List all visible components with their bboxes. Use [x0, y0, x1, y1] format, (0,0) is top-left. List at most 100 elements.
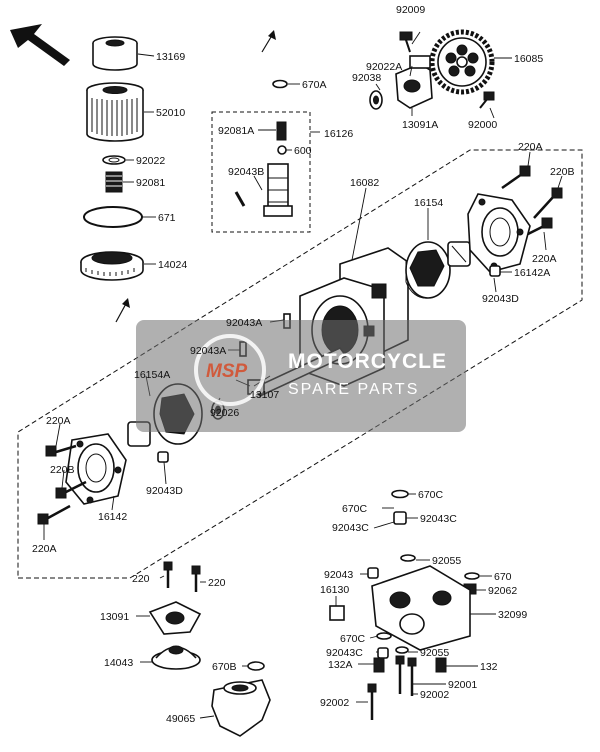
- label-16126: 16126: [324, 128, 353, 140]
- label-16154A: 16154A: [134, 369, 170, 381]
- label-92081A: 92081A: [218, 125, 254, 137]
- bolt-220A-bottom: [37, 504, 71, 525]
- bolt-132: [435, 657, 447, 673]
- label-92043A-upper: 92043A: [226, 317, 262, 329]
- label-92002-right: 92002: [420, 689, 449, 701]
- relief-valve-body: [263, 163, 293, 217]
- label-132A: 132A: [328, 659, 353, 671]
- relief-valve-box: [211, 111, 311, 233]
- pin-92043D-upper: [489, 265, 501, 277]
- label-92043B: 92043B: [228, 166, 264, 178]
- washer-670B: [247, 661, 265, 671]
- label-92043D-bottom: 92043D: [146, 485, 183, 497]
- label-670C-right: 670C: [342, 503, 368, 515]
- oil-pan-32099: [371, 565, 471, 651]
- front-direction-arrow: [10, 24, 70, 66]
- strainer-14043: [151, 645, 201, 670]
- label-13091A: 13091A: [402, 119, 438, 131]
- spring-92081A: [276, 121, 287, 141]
- label-14024: 14024: [158, 259, 187, 271]
- cover-16142: [65, 433, 127, 505]
- label-92001: 92001: [448, 679, 477, 691]
- bolt-220A-right: [527, 217, 553, 236]
- label-92043C-left: 92043C: [332, 522, 369, 534]
- label-92009: 92009: [396, 4, 425, 16]
- gear-shaft-13091A: [395, 55, 433, 109]
- label-92043C-right: 92043C: [420, 513, 457, 525]
- watermark: MSP MOTORCYCLE SPARE PARTS: [136, 320, 466, 432]
- label-32099: 32099: [498, 609, 527, 621]
- label-13091: 13091: [100, 611, 129, 623]
- bolt-220B-upper: [533, 187, 563, 219]
- label-671: 671: [158, 212, 176, 224]
- label-16142: 16142: [98, 511, 127, 523]
- pin-92043B: [234, 191, 246, 207]
- label-92062: 92062: [488, 585, 517, 597]
- bolt-220A-upper: [501, 165, 531, 190]
- label-220A-left: 220A: [46, 415, 71, 427]
- washer-670C-bottom: [376, 632, 392, 640]
- label-670: 670: [494, 571, 512, 583]
- label-92026: 92026: [210, 407, 239, 419]
- bolts-220-pair: [163, 561, 201, 592]
- label-670C-bottom: 670C: [340, 633, 366, 645]
- cover-16142A: [467, 193, 531, 273]
- label-92002-left: 92002: [320, 697, 349, 709]
- washer-92038: [369, 90, 383, 110]
- small-arrow-top: [261, 30, 276, 53]
- label-16142A: 16142A: [514, 267, 550, 279]
- cover-13091: [148, 601, 202, 635]
- label-220A-right: 220A: [532, 253, 557, 265]
- watermark-title: MOTORCYCLE: [288, 350, 447, 373]
- label-16082: 16082: [350, 177, 379, 189]
- label-92043: 92043: [324, 569, 353, 581]
- label-16154: 16154: [414, 197, 443, 209]
- gear-16085: [429, 29, 495, 95]
- bolt-92009: [399, 31, 413, 53]
- bolt-92000: [479, 91, 495, 109]
- bolt-220B-left: [55, 480, 87, 499]
- label-92081: 92081: [136, 177, 165, 189]
- spring-92081: [105, 171, 123, 193]
- label-92043C-bottom: 92043C: [326, 647, 363, 659]
- label-670B: 670B: [212, 661, 237, 673]
- label-52010: 52010: [156, 107, 185, 119]
- label-92043A-lower: 92043A: [190, 345, 226, 357]
- strainer-16130: [329, 605, 345, 621]
- label-670C-top: 670C: [418, 489, 444, 501]
- filter-cover-14024: [80, 251, 144, 281]
- small-arrow-mid: [115, 298, 130, 323]
- watermark-subtitle: SPARE PARTS: [288, 381, 419, 398]
- label-92055-top: 92055: [432, 555, 461, 567]
- ball-600: [277, 145, 287, 155]
- label-13107: 13107: [250, 389, 279, 401]
- bolt-132A: [373, 657, 385, 673]
- label-220B-left: 220B: [50, 464, 75, 476]
- label-92055-bottom: 92055: [420, 647, 449, 659]
- washer-670: [464, 572, 480, 580]
- washer-670A: [272, 79, 288, 89]
- label-220B-top: 220B: [550, 166, 575, 178]
- bolt-220A-left: [45, 444, 77, 457]
- washer-670C-top: [391, 489, 409, 499]
- o-ring-671: [83, 206, 143, 228]
- label-670A: 670A: [302, 79, 327, 91]
- label-13169: 13169: [156, 51, 185, 63]
- label-220A-bottom: 220A: [32, 543, 57, 555]
- pump-assembly-frame: [17, 149, 583, 579]
- label-92022A: 92022A: [366, 61, 402, 73]
- label-132: 132: [480, 661, 498, 673]
- pin-92043D-lower: [157, 451, 169, 463]
- washer-92022: [102, 155, 126, 165]
- label-92038: 92038: [352, 72, 381, 84]
- washer-92055-top: [400, 554, 416, 562]
- label-92000: 92000: [468, 119, 497, 131]
- washer-92055-bottom: [395, 646, 409, 654]
- oil-filter-cap: [92, 36, 138, 71]
- label-16130: 16130: [320, 584, 349, 596]
- oil-filter-element: [86, 82, 144, 142]
- label-16085: 16085: [514, 53, 543, 65]
- label-220-right: 220: [208, 577, 226, 589]
- label-14043: 14043: [104, 657, 133, 669]
